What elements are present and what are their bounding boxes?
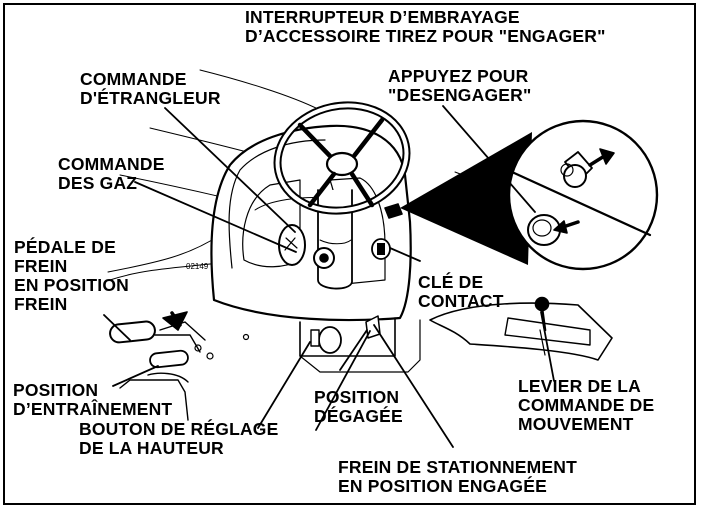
- released-position-label: POSITION DÉGAGÉE: [314, 387, 403, 426]
- figure-frame: [3, 3, 696, 505]
- motion-control-lever-label: LEVIER DE LA COMMANDE DE MOUVEMENT: [518, 376, 655, 434]
- accessory-clutch-switch-label: INTERRUPTEUR D’EMBRAYAGE D’ACCESSOIRE TI…: [245, 7, 606, 46]
- choke-control-label: COMMANDE D'ÉTRANGLEUR: [80, 69, 221, 108]
- brake-pedal-label: PÉDALE DE FREIN EN POSITION FREIN: [14, 237, 129, 314]
- parking-brake-label: FREIN DE STATIONNEMENT EN POSITION ENGAG…: [338, 457, 578, 496]
- drive-position-label: POSITION D’ENTRAÎNEMENT: [13, 380, 173, 419]
- height-adjust-knob-label: BOUTON DE RÉGLAGE DE LA HAUTEUR: [79, 419, 279, 458]
- ignition-key-label: CLÉ DE CONTACT: [418, 272, 504, 311]
- press-to-disengage-label: APPUYEZ POUR "DESENGAGER": [388, 66, 532, 105]
- throttle-control-label: COMMANDE DES GAZ: [58, 154, 165, 193]
- figure-code: 02149: [186, 262, 209, 271]
